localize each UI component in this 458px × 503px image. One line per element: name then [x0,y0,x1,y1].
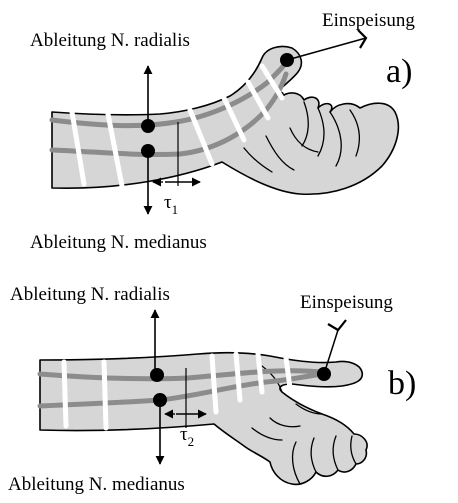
label-radialis-b: Ableitung N. radialis [10,284,170,305]
panel-b: τ2 Ableitung N. radialis Ableitung N. me… [8,284,416,495]
panel-letter-a: a) [386,53,412,90]
label-medianus-b: Ableitung N. medianus [8,474,185,495]
label-einspeisung-a: Einspeisung [322,10,415,31]
electrode-radialis-b [150,368,164,382]
tau1-symbol: τ1 [164,192,178,217]
label-radialis-a: Ableitung N. radialis [30,30,190,51]
tau2-symbol: τ2 [180,424,194,449]
panel-a: τ1 Ableitung N. radialis Ableitung N. me… [30,10,415,253]
einspeisung-fork-b [328,320,346,330]
hand-a [52,46,398,194]
panel-letter-b: b) [388,365,416,402]
einspeisung-pointer-a [287,38,366,60]
label-einspeisung-b: Einspeisung [300,292,393,313]
label-medianus-a: Ableitung N. medianus [30,232,207,253]
